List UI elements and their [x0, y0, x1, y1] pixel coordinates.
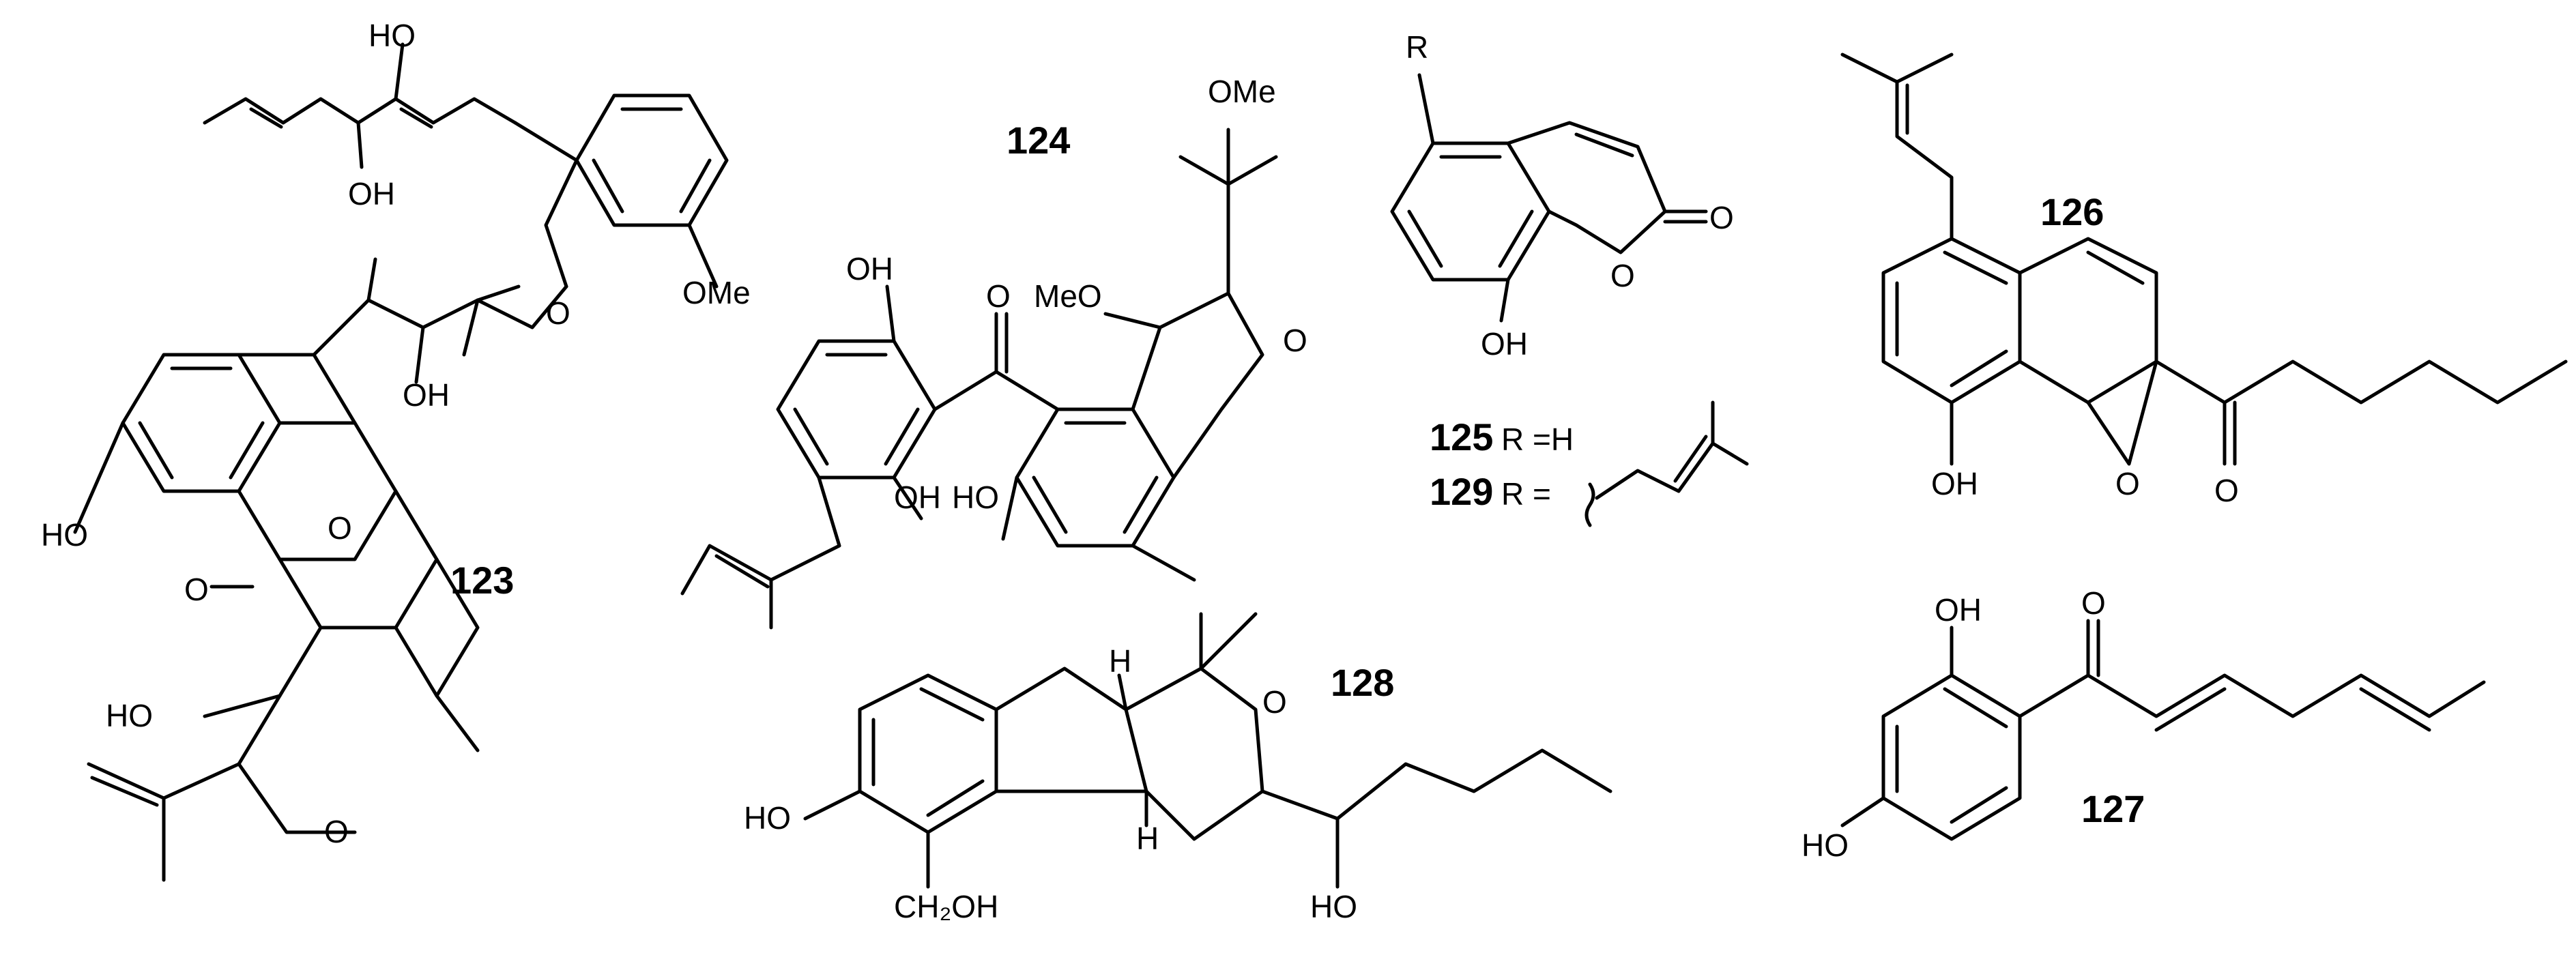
- c123-ho-side: HO: [41, 517, 88, 553]
- c125-o-carbonyl: O: [1709, 200, 1734, 235]
- c127-ho: HO: [1801, 827, 1849, 863]
- c127-oh-top: OH: [1935, 592, 1982, 628]
- c129-prenyl-substituent: [1584, 400, 1749, 527]
- c123-ome: OMe: [682, 275, 751, 310]
- c125-oh: OH: [1481, 326, 1528, 362]
- c125-o-ring: O: [1610, 258, 1635, 293]
- c126-o-epoxide: O: [2115, 466, 2140, 501]
- c124-o-ring: O: [1283, 323, 1307, 358]
- compound-128: [803, 612, 1612, 889]
- c128-ch2oh: CH₂OH: [894, 889, 998, 924]
- c123-oh-low: HO: [106, 698, 153, 733]
- c124-meo: MeO: [1034, 278, 1102, 314]
- c128-benzene-ring: [858, 673, 998, 834]
- c126-o-ketone: O: [2214, 473, 2239, 508]
- c124-oh-mid: OH: [894, 480, 941, 515]
- c123-o-ring1: O: [328, 510, 352, 546]
- c126-benzene-ring: [1881, 237, 2022, 405]
- c123-o-carbonyl: O: [184, 572, 209, 607]
- c124-o-carbonyl: O: [986, 278, 1011, 314]
- c127-number: 127: [2081, 787, 2145, 830]
- c126-prenyl: [1840, 53, 1954, 241]
- compound-125: [1390, 73, 1708, 323]
- c123-top-ring: [575, 93, 729, 227]
- c128-ho-chain: HO: [1310, 889, 1357, 924]
- c128-h-low: H: [1136, 821, 1159, 856]
- c123-o-ether: O: [546, 295, 570, 331]
- c125-r-def: R =H: [1501, 422, 1574, 457]
- c123-xanthone-ring-b: [237, 421, 398, 561]
- c123-oh-mid: OH: [403, 377, 450, 413]
- c123-oh-top-right: OH: [348, 176, 395, 211]
- c128-ho: HO: [744, 800, 791, 836]
- c126-number: 126: [2040, 190, 2104, 233]
- c126-oh: OH: [1931, 466, 1978, 501]
- c125-benzene-ring: [1390, 141, 1551, 282]
- c124-right-ring: [1015, 407, 1176, 548]
- compound-123: [73, 42, 729, 882]
- c124-ho-low: HO: [952, 480, 999, 515]
- c124-left-ring: [776, 339, 937, 480]
- c123-o-ring2: O: [324, 814, 349, 849]
- compound-127: [1840, 619, 2486, 841]
- c124-oh-top: OH: [846, 251, 893, 287]
- c123-oh-top-left: HO: [368, 18, 416, 53]
- c128-number: 128: [1331, 661, 1394, 704]
- c124-number: 124: [1007, 119, 1070, 162]
- c127-o-ketone: O: [2081, 585, 2106, 621]
- c123-pyran-ring: [237, 626, 357, 834]
- c128-h-top: H: [1109, 643, 1131, 679]
- c128-o-ring: O: [1262, 684, 1287, 720]
- c123-number: 123: [450, 559, 514, 602]
- c129-r-def: R =: [1501, 476, 1551, 512]
- c125-number: 125: [1430, 415, 1493, 458]
- c129-number: 129: [1430, 470, 1493, 513]
- c123-xanthone-ring-a: [121, 353, 282, 493]
- c124-ome-top: OMe: [1208, 74, 1276, 109]
- c125-r-label: R: [1406, 29, 1428, 65]
- compound-126: [1840, 53, 2568, 466]
- c127-benzene-ring: [1881, 673, 2022, 841]
- compound-124: [680, 128, 1278, 630]
